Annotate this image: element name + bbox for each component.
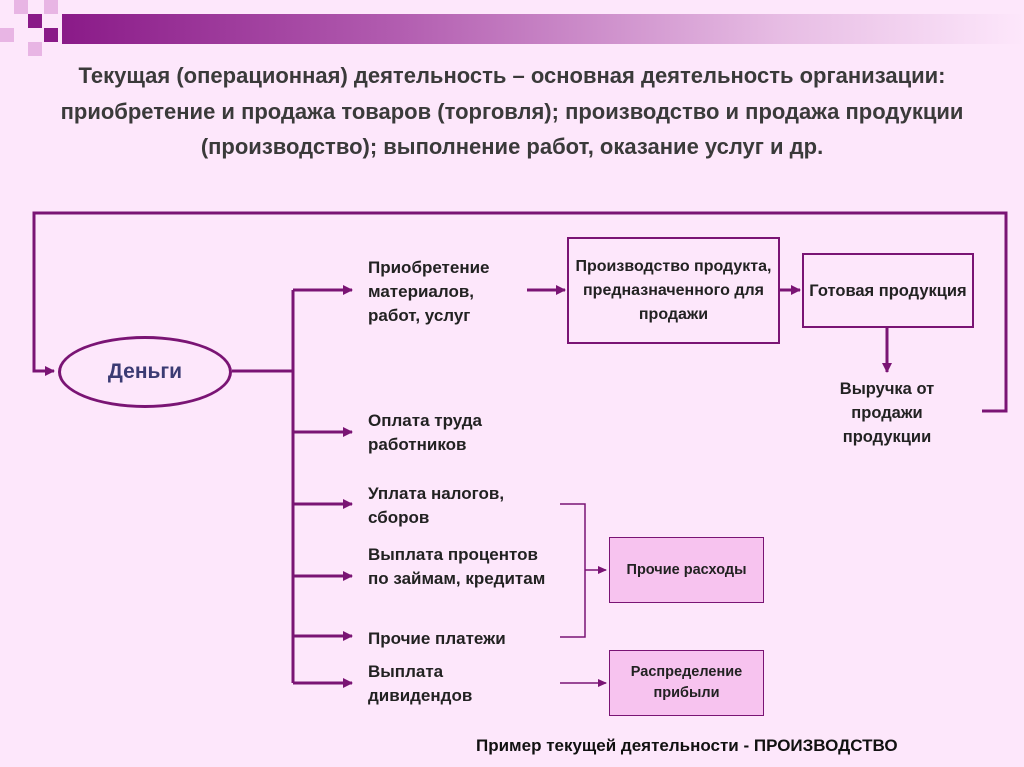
other-expenses-box: Прочие расходы xyxy=(609,537,764,603)
dividends-label: Выплата дивидендов xyxy=(368,662,473,705)
decor-square xyxy=(14,0,28,14)
footer-emphasis: ПРОИЗВОДСТВО xyxy=(753,736,898,755)
production-box: Производство продукта, предназначенного … xyxy=(567,237,780,344)
slide-title: Текущая (операционная) деятельность – ос… xyxy=(60,63,964,159)
revenue-label: Выручка от продажи продукции xyxy=(839,380,935,446)
production-label: Производство продукта, предназначенного … xyxy=(575,257,772,323)
wages-label: Оплата труда работников xyxy=(368,411,483,454)
profit-distribution-label: Распределение прибыли xyxy=(630,664,743,701)
footer-prefix: Пример текущей деятельности - xyxy=(476,736,754,755)
decor-square xyxy=(44,28,58,42)
other-payments-label: Прочие платежи xyxy=(368,629,506,648)
header-bar xyxy=(62,14,1024,44)
loop-line xyxy=(32,211,1008,413)
decor-square xyxy=(0,28,14,42)
decor-square xyxy=(28,14,42,28)
finished-goods-box: Готовая продукция xyxy=(802,253,974,328)
taxes-label: Уплата налогов, сборов xyxy=(368,484,505,527)
expenses-bracket xyxy=(560,503,586,638)
decor-square xyxy=(28,42,42,56)
footer-note: Пример текущей деятельности - ПРОИЗВОДСТ… xyxy=(476,736,898,756)
purchase-label: Приобретение материалов, работ, услуг xyxy=(368,258,490,325)
profit-distribution-box: Распределение прибыли xyxy=(609,650,764,716)
other-expenses-label: Прочие расходы xyxy=(626,561,747,578)
decor-square xyxy=(44,0,58,14)
finished-goods-label: Готовая продукция xyxy=(809,281,967,300)
interest-label: Выплата процентов по займам, кредитам xyxy=(368,545,546,588)
money-node: Деньги xyxy=(58,336,232,408)
